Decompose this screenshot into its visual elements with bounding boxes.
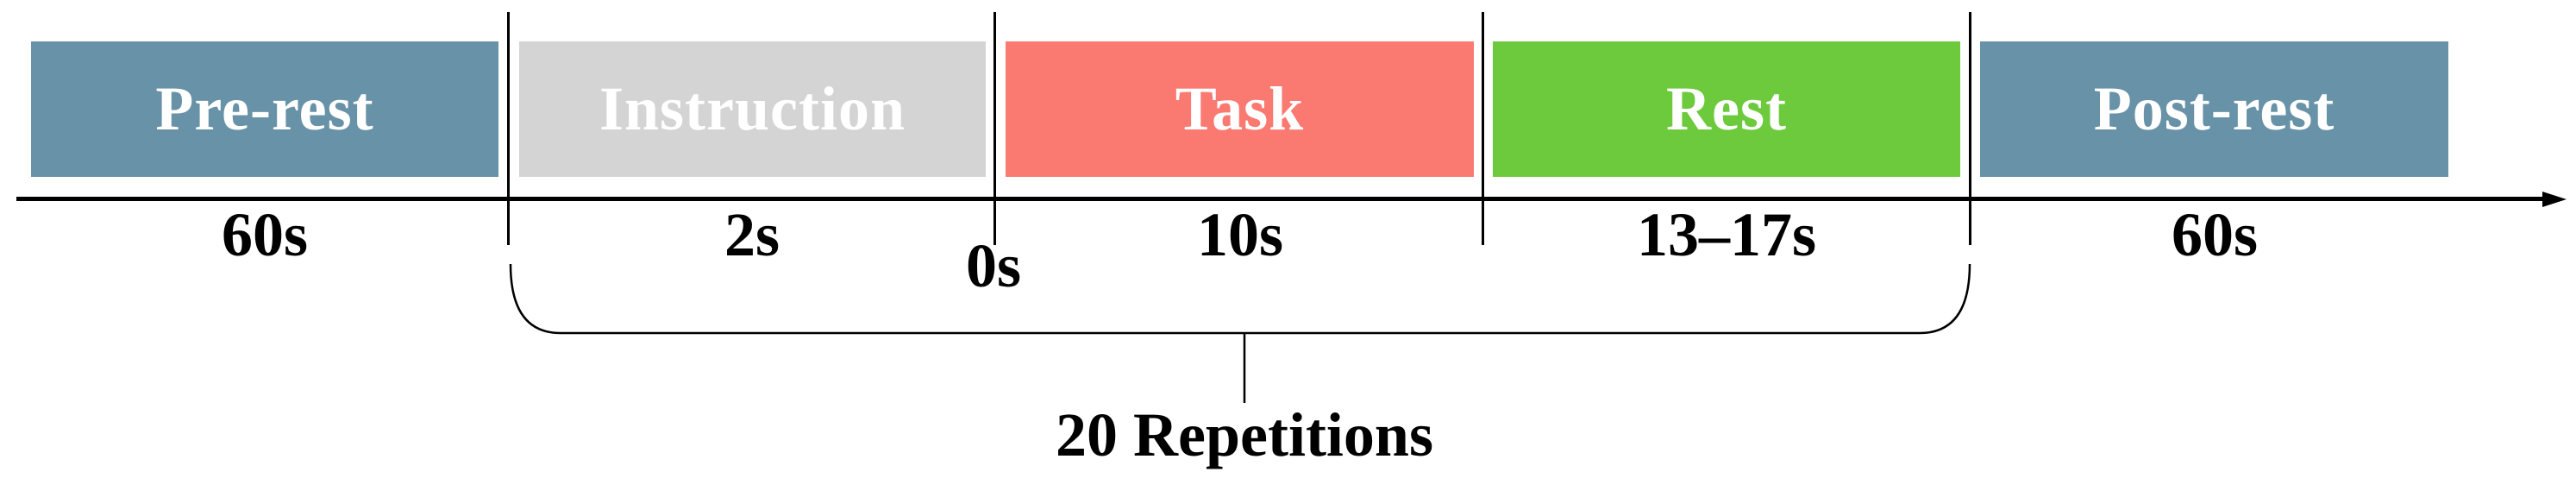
repetitions-label: 20 Repetitions xyxy=(1056,400,1433,469)
segment-divider-line-2 xyxy=(993,12,996,245)
segment-box-instruction: Instruction xyxy=(519,41,986,177)
origin-time-label: 0s xyxy=(965,231,1022,300)
timeline-axis xyxy=(16,197,2544,201)
duration-label-task: 10s xyxy=(1196,200,1284,269)
segment-divider-line-1 xyxy=(507,12,510,245)
segment-box-post-rest: Post-rest xyxy=(1980,41,2448,177)
segment-divider-line-4 xyxy=(1969,12,1971,245)
segment-box-pre-rest: Pre-rest xyxy=(31,41,498,177)
segment-box-task: Task xyxy=(1006,41,1474,177)
segment-box-rest: Rest xyxy=(1493,41,1960,177)
duration-label-rest: 13–17s xyxy=(1636,200,1817,269)
segment-divider-line-3 xyxy=(1482,12,1484,245)
timeline-arrowhead-icon xyxy=(2542,192,2567,207)
duration-label-pre-rest: 60s xyxy=(221,200,309,269)
duration-label-instruction: 2s xyxy=(724,200,780,269)
duration-label-post-rest: 60s xyxy=(2171,200,2259,269)
